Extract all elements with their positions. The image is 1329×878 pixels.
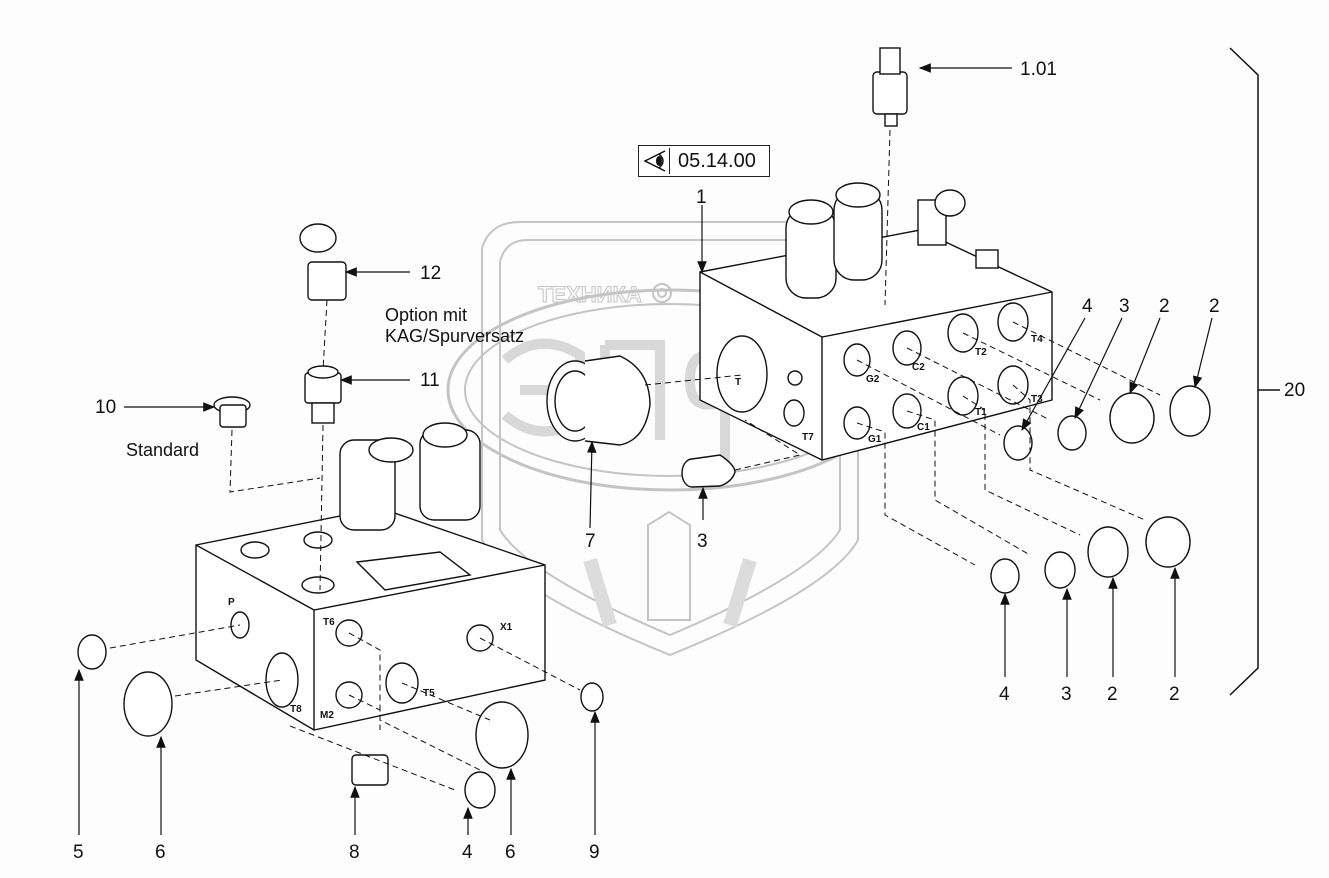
dashed-centerlines — [109, 129, 1161, 791]
port-label: M2 — [320, 710, 334, 721]
callout-label[interactable]: 3 — [1119, 296, 1130, 317]
callout-label[interactable]: 9 — [589, 842, 600, 863]
callout-label[interactable]: 2 — [1107, 684, 1118, 705]
callout-label[interactable]: 6 — [505, 842, 516, 863]
port-label: G1 — [868, 434, 882, 445]
callout-label[interactable]: 11 — [420, 370, 440, 391]
upper-valve-block — [699, 182, 1053, 461]
callout-label[interactable]: 3 — [697, 531, 708, 552]
reference-number: 05.14.00 — [678, 149, 756, 172]
port-label: T2 — [975, 347, 987, 358]
port-label: T8 — [290, 704, 302, 715]
callout-label[interactable]: 2 — [1159, 296, 1170, 317]
callout-label[interactable]: 7 — [585, 531, 596, 552]
option-note-line: Option mit — [385, 305, 468, 325]
option-note-line: KAG/Spurversatz — [385, 326, 525, 346]
port-label: G2 — [866, 374, 880, 385]
callout-label[interactable]: 2 — [1209, 296, 1220, 317]
callout-label[interactable]: 6 — [155, 842, 166, 863]
callout-label[interactable]: 5 — [73, 842, 84, 863]
port-label: T6 — [323, 617, 335, 628]
callout-label[interactable]: 12 — [420, 263, 442, 284]
port-label: P — [228, 597, 235, 608]
port-label: C2 — [912, 362, 925, 373]
port-label: T4 — [1031, 334, 1043, 345]
reference-box[interactable]: 05.14.00 — [638, 145, 770, 177]
port-labels: T T7 G2 G1 C2 C1 T2 T1 T4 T3 P T8 T6 M2 … — [228, 334, 1043, 721]
callout-label[interactable]: 4 — [462, 842, 473, 863]
port-label: X1 — [500, 622, 513, 633]
leader-lines — [74, 63, 1213, 835]
callout-label[interactable]: 8 — [349, 842, 360, 863]
port-label: T5 — [423, 688, 435, 699]
watermark-text-left: ТЕХНИКА — [538, 282, 642, 307]
callout-label[interactable]: 1 — [696, 187, 707, 208]
callout-label[interactable]: 4 — [999, 684, 1010, 705]
port-label: T — [735, 377, 741, 388]
gear-icon — [652, 283, 672, 303]
callout-label[interactable]: 3 — [1061, 684, 1072, 705]
standard-note: Standard — [126, 440, 200, 460]
assembly-bracket — [1229, 47, 1280, 696]
port-label: T1 — [975, 407, 987, 418]
callout-label[interactable]: 1.01 — [1020, 59, 1057, 80]
lower-valve-block — [195, 422, 546, 731]
option-note: Option mit KAG/Spurversatz — [385, 305, 524, 347]
port-label: T3 — [1031, 394, 1043, 405]
callout-label[interactable]: 10 — [95, 397, 117, 418]
port-label: C1 — [917, 422, 930, 433]
callout-label[interactable]: 2 — [1169, 684, 1180, 705]
port-label: T7 — [802, 432, 814, 443]
fittings — [77, 47, 1211, 809]
callout-label[interactable]: 4 — [1082, 296, 1093, 317]
assembly-label[interactable]: 20 — [1284, 380, 1306, 401]
eye-view-icon — [641, 148, 670, 174]
